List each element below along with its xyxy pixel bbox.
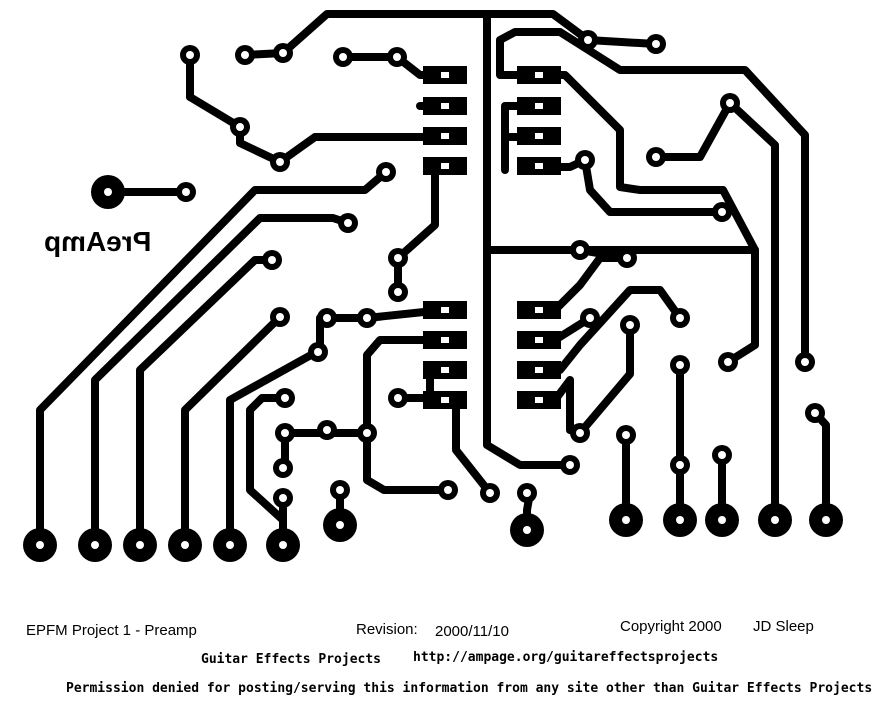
pad-hole — [718, 208, 726, 216]
pad-hole — [281, 429, 289, 437]
pad-hole — [486, 489, 494, 497]
pad-hole — [724, 358, 732, 366]
pad-hole — [281, 394, 289, 402]
pad-hole — [363, 314, 371, 322]
connector-pads — [23, 175, 843, 562]
pad-hole — [576, 429, 584, 437]
ic-pad-holes — [441, 72, 543, 403]
connector-pad-hole — [676, 516, 684, 524]
pad-hole — [339, 53, 347, 61]
pad-hole — [676, 314, 684, 322]
author: JD Sleep — [753, 618, 814, 635]
pad-hole — [622, 431, 630, 439]
pad-hole — [394, 254, 402, 262]
pad-hole — [726, 99, 734, 107]
pad-hole — [626, 321, 634, 329]
pad-hole — [323, 426, 331, 434]
pad-hole — [276, 158, 284, 166]
pad-hole — [718, 451, 726, 459]
copper-traces — [36, 10, 830, 549]
pad-hole — [523, 489, 531, 497]
board-label: PreAmp — [44, 226, 152, 257]
pad-hole — [652, 153, 660, 161]
pad-hole — [566, 461, 574, 469]
project-title: EPFM Project 1 - Preamp — [26, 622, 197, 639]
connector-pad-hole — [523, 526, 531, 534]
pad-hole — [394, 394, 402, 402]
pad-hole — [182, 188, 190, 196]
component-pads — [176, 30, 825, 508]
pad-hole — [676, 461, 684, 469]
pad-hole — [236, 123, 244, 131]
site-url[interactable]: http://ampage.org/guitareffectsprojects — [413, 650, 719, 665]
pad-hole — [586, 314, 594, 322]
connector-pad-hole — [226, 541, 234, 549]
pad-hole — [276, 313, 284, 321]
connector-pad-hole — [822, 516, 830, 524]
connector-pad-hole — [771, 516, 779, 524]
copyright: Copyright 2000 — [620, 618, 722, 635]
pad-hole — [576, 246, 584, 254]
pad-hole — [268, 256, 276, 264]
pad-hole — [394, 288, 402, 296]
connector-pad-hole — [622, 516, 630, 524]
pad-hole — [279, 494, 287, 502]
connector-pad-hole — [279, 541, 287, 549]
pad-hole — [344, 219, 352, 227]
pad-hole — [323, 314, 331, 322]
site-name: Guitar Effects Projects — [201, 652, 382, 667]
pcb-layout — [23, 10, 843, 562]
pad-hole — [652, 40, 660, 48]
connector-pad-hole — [104, 188, 112, 196]
pad-hole — [623, 254, 631, 262]
connector-pad-hole — [36, 541, 44, 549]
revision-label: Revision: — [356, 621, 418, 638]
connector-pad-hole — [336, 521, 344, 529]
connector-pad-hole — [181, 541, 189, 549]
pad-hole — [393, 53, 401, 61]
connector-pad-hole — [718, 516, 726, 524]
pad-hole — [676, 361, 684, 369]
pad-hole — [363, 429, 371, 437]
pad-hole — [801, 358, 809, 366]
pad-hole — [584, 36, 592, 44]
pad-hole — [811, 409, 819, 417]
pad-hole — [279, 464, 287, 472]
connector-pad-hole — [91, 541, 99, 549]
pad-hole — [581, 156, 589, 164]
pad-hole — [241, 51, 249, 59]
pad-hole — [444, 486, 452, 494]
revision-value: 2000/11/10 — [435, 623, 509, 640]
permission-notice: Permission denied for posting/serving th… — [66, 681, 873, 696]
pad-hole — [279, 49, 287, 57]
pad-hole — [382, 168, 390, 176]
connector-pad-hole — [136, 541, 144, 549]
pad-hole — [336, 486, 344, 494]
pad-hole — [186, 51, 194, 59]
pad-hole — [314, 348, 322, 356]
ic-pads — [423, 66, 561, 409]
